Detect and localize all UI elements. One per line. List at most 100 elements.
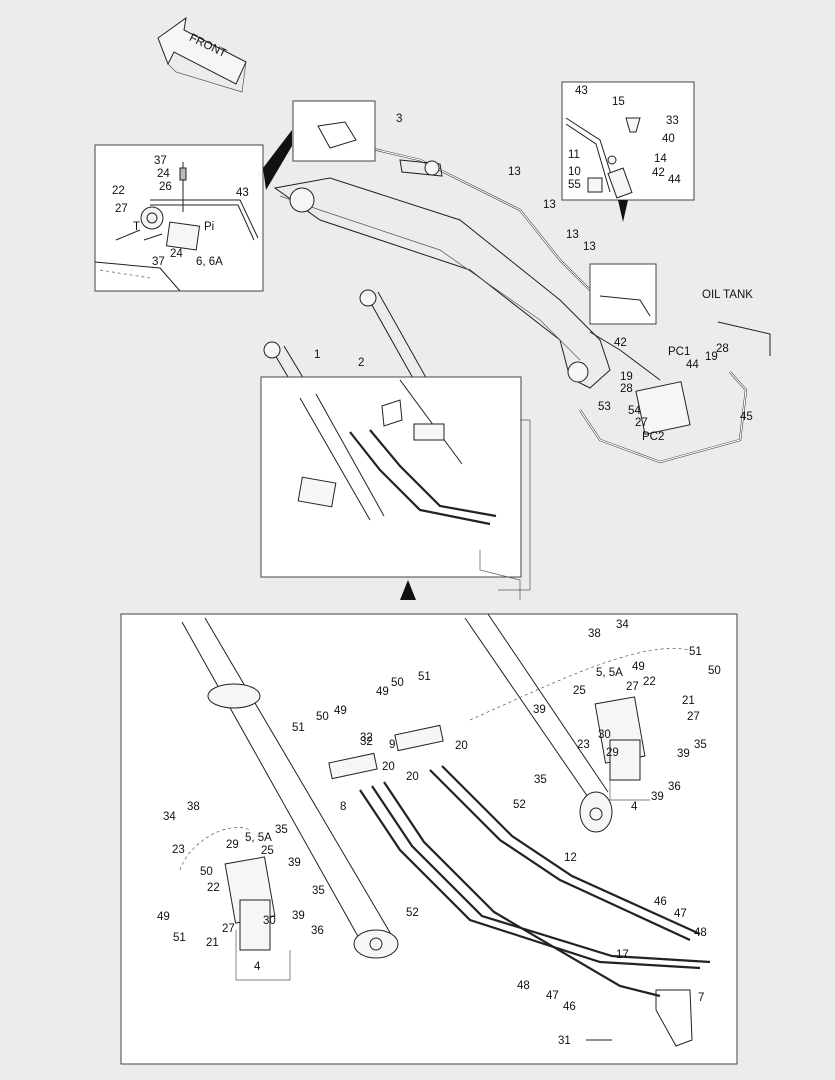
bottom-callout-19: 39: [533, 704, 546, 716]
bottom-callout-54: 4: [254, 961, 261, 973]
bottom-callout-60: 7: [698, 992, 704, 1004]
right-inset-callout-0: 43: [575, 85, 588, 97]
top-callout-9: PC1: [668, 346, 690, 358]
bottom-callout-38: 23: [172, 844, 185, 856]
bottom-callout-52: 27: [222, 923, 235, 935]
bottom-callout-37: 38: [187, 801, 200, 813]
bottom-callout-42: 50: [200, 866, 213, 878]
right-inset-callout-8: 55: [568, 179, 581, 191]
bottom-art: [179, 550, 711, 1047]
bottom-callout-33: 8: [340, 801, 346, 813]
bottom-callout-35: 12: [564, 852, 577, 864]
top-callout-0: 3: [396, 113, 402, 125]
bottom-callout-18: 23: [577, 739, 590, 751]
right-inset-callout-2: 33: [666, 115, 679, 127]
bottom-callout-27: 20: [455, 740, 468, 752]
top-callout-15: 27: [635, 417, 648, 429]
boom-art: [273, 138, 611, 389]
top-callout-2: 13: [543, 199, 556, 211]
bottom-callout-43: 25: [261, 845, 274, 857]
oil-tank-label: OIL TANK: [702, 289, 753, 301]
right-inset-callout-9: 44: [668, 174, 681, 186]
bottom-callout-28: 20: [406, 771, 419, 783]
detail-inset-middle: [260, 376, 522, 578]
left-inset-callout-0: 37: [154, 155, 167, 167]
bottom-callout-15: 4: [631, 801, 638, 813]
bottom-callout-49: 30: [263, 915, 276, 927]
inset-right-art: [565, 117, 641, 199]
bottom-callout-48: 21: [206, 937, 219, 949]
bottom-callout-7: 27: [626, 681, 639, 693]
top-callout-11: 19: [705, 351, 718, 363]
right-inset-callout-3: 40: [662, 133, 675, 145]
bottom-callout-53: 36: [311, 925, 324, 937]
right-inset-callout-5: 14: [654, 153, 667, 165]
top-callout-6: 2: [358, 357, 364, 369]
top-callout-8: 44: [686, 359, 699, 371]
top-callout-12: 19: [620, 371, 633, 383]
bottom-callout-64: 31: [558, 1035, 571, 1047]
bottom-callout-11: 39: [677, 748, 690, 760]
bottom-callout-16: 30: [598, 729, 611, 741]
bottom-callout-10: 27: [687, 711, 700, 723]
left-inset-callout-8: 37: [152, 256, 165, 268]
bottom-callout-31: 49: [334, 705, 347, 717]
bottom-callout-57: 47: [674, 908, 687, 920]
bottom-callout-61: 48: [517, 980, 530, 992]
bottom-callout-24: 49: [376, 686, 389, 698]
bottom-callout-3: 50: [708, 665, 721, 677]
bottom-callout-5: 5, 5A: [596, 667, 623, 679]
top-callout-7: 42: [614, 337, 627, 349]
left-inset-callout-4: 43: [236, 187, 249, 199]
left-inset-callout-3: 22: [112, 185, 125, 197]
bottom-callout-50: 39: [292, 910, 305, 922]
bottom-callout-2: 51: [689, 646, 702, 658]
top-callout-10: 28: [716, 343, 729, 355]
bottom-callout-6: 49: [632, 661, 645, 673]
bottom-callout-58: 48: [694, 927, 707, 939]
top-callout-5: 1: [314, 349, 320, 361]
bottom-callout-4: 25: [573, 685, 586, 697]
top-callout-16: PC2: [642, 431, 664, 443]
bottom-callout-36: 34: [163, 811, 176, 823]
inset-left-art: [94, 162, 259, 292]
top-callout-14: 54: [628, 405, 641, 417]
left-inset-callout-1: 24: [157, 168, 170, 180]
bottom-callout-46: 35: [312, 885, 325, 897]
detail-inset-left: [94, 144, 264, 292]
bottom-callout-21: 52: [513, 799, 526, 811]
top-callout-3: 13: [566, 229, 579, 241]
bottom-callout-44: 39: [288, 857, 301, 869]
detail-inset-top: [292, 100, 376, 162]
right-inset-callout-6: 10: [568, 166, 581, 178]
bottom-callout-56: 46: [654, 896, 667, 908]
front-arrow-icon: FRONT: [157, 16, 247, 93]
bottom-callout-20: 35: [534, 774, 547, 786]
bottom-callout-17: 29: [606, 747, 619, 759]
bottom-callout-8: 22: [643, 676, 656, 688]
top-callout-18: 45: [740, 411, 753, 423]
left-inset-callout-7: Pi: [204, 221, 214, 233]
middle-inset-art: [297, 379, 497, 526]
bottom-callout-47: 49: [157, 911, 170, 923]
bottom-callout-1: 38: [588, 628, 601, 640]
bottom-callout-63: 46: [563, 1001, 576, 1013]
top-callout-13: 28: [620, 383, 633, 395]
bottom-callout-34: 20: [382, 761, 395, 773]
bottom-callout-59: 17: [616, 949, 629, 961]
left-inset-callout-9: 24: [170, 248, 183, 260]
left-inset-callout-6: T: [133, 221, 140, 233]
bottom-callout-32: 32: [360, 736, 373, 748]
right-inset-callout-4: 11: [568, 149, 580, 161]
right-inset-callout-1: 15: [612, 96, 625, 108]
bottom-callout-55: 52: [406, 907, 419, 919]
left-inset-callout-10: 6, 6A: [196, 256, 223, 268]
top-callout-1: 13: [508, 166, 521, 178]
bottom-callout-51: 51: [173, 932, 186, 944]
bottom-callout-30: 50: [316, 711, 329, 723]
